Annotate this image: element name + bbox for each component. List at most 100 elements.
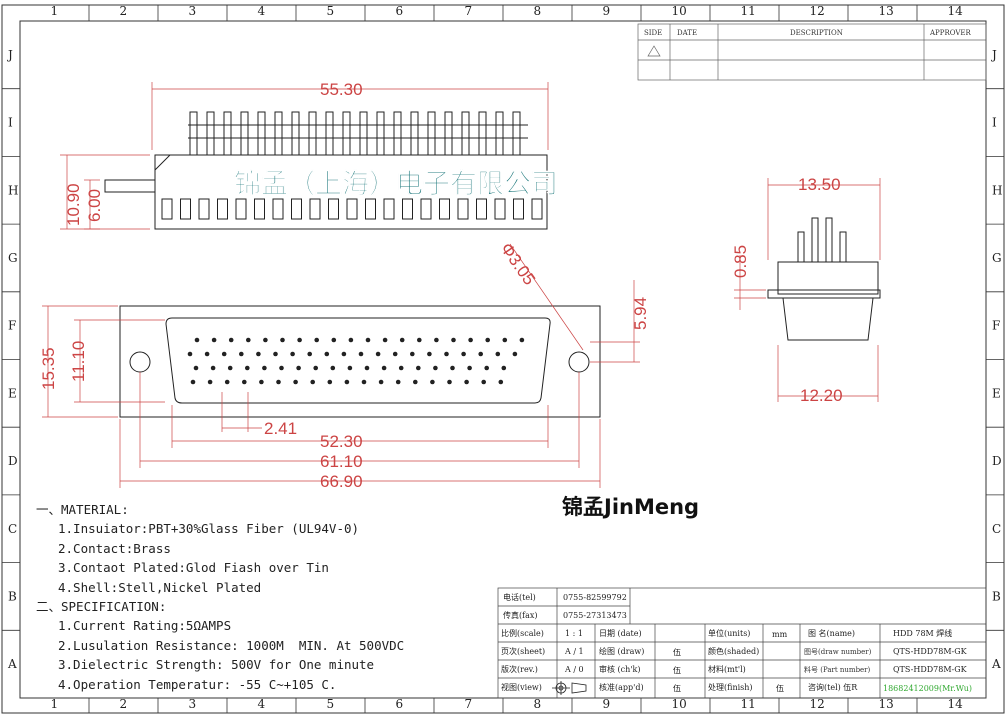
zone-column-label: 7 [465, 697, 473, 711]
zone-column-label: 8 [534, 697, 542, 711]
contact-pin [484, 365, 490, 371]
contact-pin [263, 337, 268, 343]
contact-slot [180, 198, 191, 220]
dim-hole-offset: 5.94 [631, 297, 650, 330]
contact-slot [402, 198, 413, 220]
contact-slot [254, 198, 265, 220]
contact-pin [193, 365, 199, 371]
contact-pin [327, 379, 333, 385]
zone-column-label: 5 [327, 697, 335, 711]
solder-cup [478, 111, 487, 156]
rev-description-header: DESCRIPTION [790, 29, 843, 37]
contact-pin [344, 379, 350, 385]
contact-slot [457, 198, 469, 220]
contact-pin [395, 379, 401, 385]
contact-pin [501, 365, 507, 371]
zone-row-label: G [992, 251, 1002, 265]
zone-row-label: D [8, 454, 18, 468]
material-item: 4.Shell:Stell,Nickel Plated [58, 579, 262, 595]
contact-pin [210, 365, 216, 371]
zone-row-label: I [992, 116, 997, 130]
zone-row-label: B [992, 589, 1001, 603]
zone-column-label: 1 [51, 697, 59, 711]
contact-pin [451, 337, 456, 343]
contact-pin [365, 337, 371, 343]
contact-pin [481, 379, 487, 385]
solder-cup [342, 111, 351, 156]
pin-array [187, 337, 525, 385]
rev-side-header: SIDE [644, 29, 662, 37]
contact-pin [361, 379, 367, 385]
solder-cup [427, 111, 436, 156]
units-label: 单位(units) [708, 628, 750, 638]
contact-pin [256, 351, 261, 357]
scale-value: 1 : 1 [565, 629, 583, 638]
contact-pin [324, 351, 330, 357]
contact-pin [447, 379, 452, 385]
solder-cup [461, 111, 470, 156]
contact-pin [310, 379, 316, 385]
solder-cup [393, 111, 402, 156]
contact-pin [227, 365, 233, 371]
material-heading: 一、MATERIAL: [36, 502, 129, 517]
zone-row-label: H [992, 183, 1002, 197]
finish-value: 伍 [776, 683, 784, 693]
zone-column-label: 1 [51, 4, 59, 18]
zone-column-label: 12 [810, 697, 825, 711]
contact-slot [291, 198, 302, 220]
solder-cup [223, 111, 232, 156]
zone-column-label: 10 [672, 697, 687, 711]
contact-pin [211, 337, 217, 343]
units-value: mm [772, 630, 788, 639]
zone-column-label: 7 [465, 4, 473, 18]
zone-column-label: 3 [189, 4, 197, 18]
contact-pin [413, 379, 418, 385]
contact-pin [478, 351, 484, 357]
dim-pitch: 2.41 [264, 419, 297, 438]
contact-pin [417, 337, 422, 343]
contact-pin [221, 351, 227, 357]
zone-column-label: 4 [258, 4, 266, 18]
contact-pin [190, 379, 196, 385]
contact-pin [464, 379, 469, 385]
zone-row-label: H [8, 183, 18, 197]
check-label: 审核 (ch'k) [599, 664, 640, 674]
company-logo: 锦孟JinMeng [562, 495, 699, 519]
contact-pin [307, 351, 313, 357]
zone-column-label: 10 [672, 4, 687, 18]
contact-pin [246, 337, 251, 343]
contact-pin [416, 365, 421, 371]
draw-label: 绘图 (draw) [599, 646, 644, 656]
solder-cup [359, 111, 368, 156]
contact-pin [242, 379, 247, 385]
contact-pin [399, 337, 405, 343]
tel-value: 0755-82599792 [563, 593, 627, 602]
zone-column-label: 6 [396, 697, 404, 711]
solder-cup [257, 111, 266, 156]
contact-pin [502, 337, 508, 343]
contact-pin [262, 365, 267, 371]
rev-value: A / 0 [564, 665, 584, 674]
zone-row-label: F [992, 319, 1000, 333]
material-label: 材料(mt'l) [708, 664, 746, 674]
name-value: HDD 78M 焊线 [893, 628, 952, 638]
contact-pin [313, 365, 319, 371]
partno-value: QTS-HDD78M-GK [893, 665, 968, 674]
date-label: 日期 (date) [599, 629, 642, 638]
notes-block: 一、MATERIAL:1.Insuiator:PBT+30%Glass Fibe… [36, 500, 404, 694]
dim-shell-height: 11.10 [69, 341, 88, 382]
contact-pin [224, 379, 230, 385]
zone-column-label: 3 [189, 697, 197, 711]
contact-pin [467, 365, 472, 371]
contact-pin [279, 365, 284, 371]
zone-column-label: 2 [120, 4, 128, 18]
contact-pin [427, 351, 432, 357]
fax-value: 0755-27313473 [563, 611, 627, 620]
contact-pin [485, 337, 491, 343]
contact-pin [512, 351, 518, 357]
draw-value: 伍 [673, 647, 681, 657]
title-block [497, 587, 987, 699]
contact-pin [348, 337, 354, 343]
zone-row-label: E [8, 386, 17, 400]
contact-pin [314, 337, 320, 343]
